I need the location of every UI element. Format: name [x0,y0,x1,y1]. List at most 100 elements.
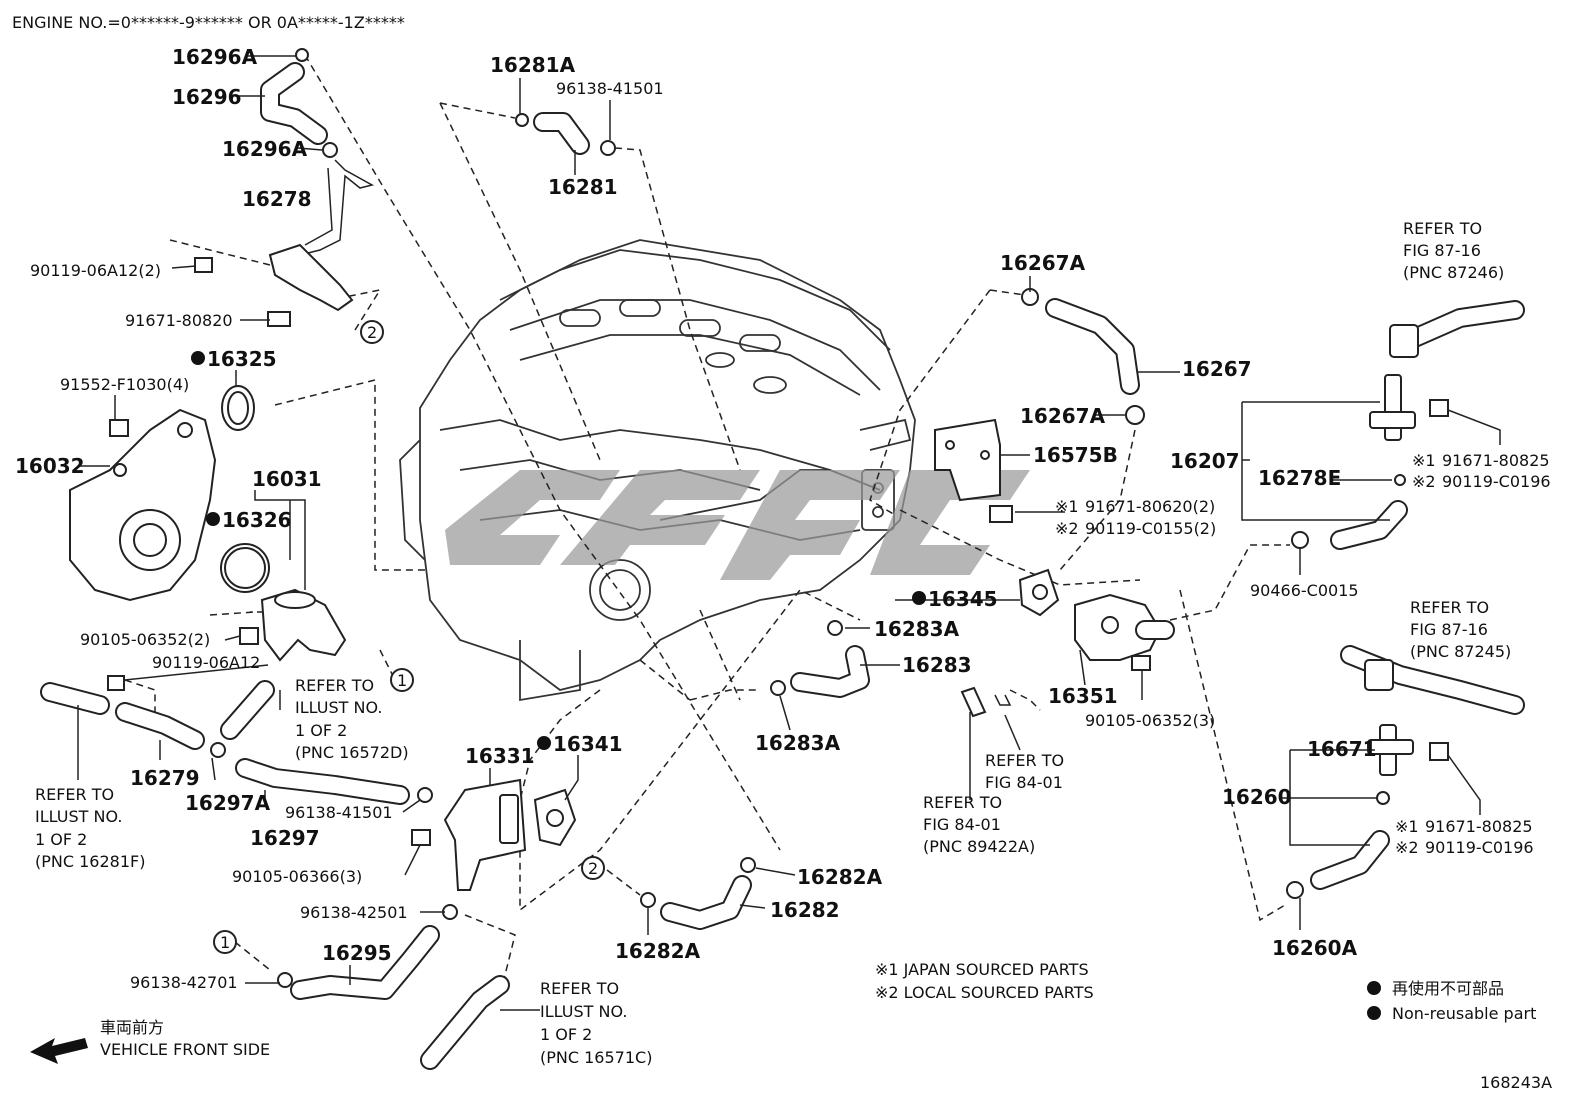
refer-note-89422A[interactable]: REFER TO FIG 84-01 (PNC 89422A) [923,793,1035,856]
label-16279[interactable]: 16279 [130,766,200,790]
hose-16295[interactable] [290,925,440,1000]
label-90119-C0155[interactable]: 90119-C0155(2) [1085,519,1216,538]
label-16296A-top[interactable]: 16296A [172,45,258,69]
clamp-16296A-top[interactable] [295,48,309,62]
label-16283A-upper[interactable]: 16283A [874,617,960,641]
hose-16282[interactable] [660,875,752,930]
clamp-96138-42501[interactable] [442,904,458,920]
label-16297[interactable]: 16297 [250,826,320,850]
label-16341[interactable]: 16341 [553,732,623,756]
clamp-90466-C0015[interactable] [1291,531,1309,549]
clamp-16297A[interactable] [210,742,226,758]
bolt-91552-F1030[interactable] [109,419,129,437]
label-16283A-lower[interactable]: 16283A [755,731,841,755]
clamp-96138-41501-lower[interactable] [417,787,433,803]
label-90466-C0015[interactable]: 90466-C0015 [1250,581,1359,600]
bolt-90105-06366[interactable] [411,829,431,846]
hose-lower-refer[interactable] [420,975,510,1070]
clamp-16282A-lower[interactable] [640,892,656,908]
clamp-16281A[interactable] [515,113,529,127]
hose-16260[interactable] [1310,830,1390,890]
pipe-16207[interactable] [1330,374,1416,550]
hose-16296[interactable] [260,62,328,145]
hose-left-refer[interactable] [40,680,275,740]
label-16278E[interactable]: 16278E [1258,466,1341,490]
label-16671[interactable]: 16671 [1307,737,1377,761]
label-90119-C0196-upper[interactable]: 90119-C0196 [1442,472,1551,491]
bolt-91671-80820[interactable] [267,311,291,327]
bolt-90119-06A12-lower[interactable] [107,675,125,691]
gasket-16325[interactable] [221,385,255,431]
label-16260A[interactable]: 16260A [1272,936,1358,960]
label-96138-41501-lower[interactable]: 96138-41501 [285,803,393,822]
label-16296A-mid[interactable]: 16296A [222,137,308,161]
water-inlet-16351[interactable] [1074,593,1175,661]
hose-16267[interactable] [1045,298,1140,395]
label-16282[interactable]: 16282 [770,898,840,922]
label-91671-80825-lower[interactable]: 91671-80825 [1425,817,1533,836]
hose-16297[interactable] [235,758,410,805]
label-90105-06366[interactable]: 90105-06366(3) [232,867,362,886]
label-16207[interactable]: 16207 [1170,449,1240,473]
label-16283[interactable]: 16283 [902,653,972,677]
label-16325[interactable]: 16325 [207,347,277,371]
label-90119-06A12-2[interactable]: 90119-06A12(2) [30,261,161,280]
gasket-16326[interactable] [220,543,270,593]
label-90119-C0196-lower[interactable]: 90119-C0196 [1425,838,1534,857]
label-16575B[interactable]: 16575B [1033,443,1118,467]
sensor-84-01[interactable] [960,686,1012,718]
label-16296[interactable]: 16296 [172,85,242,109]
pipe-16279[interactable] [115,702,205,750]
label-16281A[interactable]: 16281A [490,53,576,77]
label-16326[interactable]: 16326 [222,508,292,532]
label-16282A-upper[interactable]: 16282A [797,865,883,889]
clamp-16260[interactable] [1376,791,1390,805]
clamp-96138-41501-top[interactable] [600,140,616,156]
clamp-16283A-upper[interactable] [827,620,843,636]
hose-refer-87245[interactable] [1340,645,1525,715]
hose-refer-87246[interactable] [1389,300,1525,358]
label-90105-06352-3[interactable]: 90105-06352(3) [1085,711,1215,730]
label-16267[interactable]: 16267 [1182,357,1252,381]
label-16331[interactable]: 16331 [465,744,535,768]
clamp-16296A-mid[interactable] [322,142,338,158]
bolt-90105-06352-right[interactable] [1131,655,1151,671]
bracket-16575B[interactable] [934,418,1001,502]
refer-note-16572D[interactable]: REFER TO ILLUST NO. 1 OF 2 (PNC 16572D) [295,676,409,762]
clamp-16283A-lower[interactable] [770,680,786,696]
water-pump-16032[interactable] [69,408,217,602]
gasket-16345[interactable] [1018,568,1060,617]
label-16260[interactable]: 16260 [1222,785,1292,809]
label-16295[interactable]: 16295 [322,941,392,965]
label-90105-06352-2[interactable]: 90105-06352(2) [80,630,210,649]
label-16278[interactable]: 16278 [242,187,312,211]
label-91671-80825-upper[interactable]: 91671-80825 [1442,451,1550,470]
label-16345[interactable]: 16345 [928,587,998,611]
label-16297A[interactable]: 16297A [185,791,271,815]
refer-note-16281F[interactable]: REFER TO ILLUST NO. 1 OF 2 (PNC 16281F) [35,785,145,871]
clamp-16260A[interactable] [1286,881,1304,899]
label-16282A-lower[interactable]: 16282A [615,939,701,963]
label-91671-80820[interactable]: 91671-80820 [125,311,233,330]
gasket-16341[interactable] [533,788,577,847]
refer-note-84-01-upper[interactable]: REFER TO FIG 84-01 [985,751,1064,792]
refer-note-87246[interactable]: REFER TO FIG 87-16 (PNC 87246) [1403,219,1504,282]
pipe-16278[interactable] [268,159,375,312]
label-16032[interactable]: 16032 [15,454,85,478]
clamp-16267A-lower[interactable] [1125,405,1145,425]
bolt-91671-80825-upper[interactable] [1429,399,1449,417]
label-96138-41501-top[interactable]: 96138-41501 [556,79,664,98]
clamp-16282A-upper[interactable] [740,857,756,873]
bolt-91671-80825-lower[interactable] [1429,742,1449,761]
label-16267A-upper[interactable]: 16267A [1000,251,1086,275]
inlet-16031[interactable] [260,588,347,662]
union-16671[interactable] [1367,724,1414,776]
label-16351[interactable]: 16351 [1048,684,1118,708]
label-16281[interactable]: 16281 [548,175,618,199]
label-90119-06A12[interactable]: 90119-06A12 [152,653,260,672]
label-16031[interactable]: 16031 [252,467,322,491]
refer-note-16571C[interactable]: REFER TO ILLUST NO. 1 OF 2 (PNC 16571C) [540,979,652,1067]
bolt-90105-06352-left[interactable] [239,627,259,645]
refer-note-87245[interactable]: REFER TO FIG 87-16 (PNC 87245) [1410,598,1511,661]
label-96138-42501[interactable]: 96138-42501 [300,903,408,922]
